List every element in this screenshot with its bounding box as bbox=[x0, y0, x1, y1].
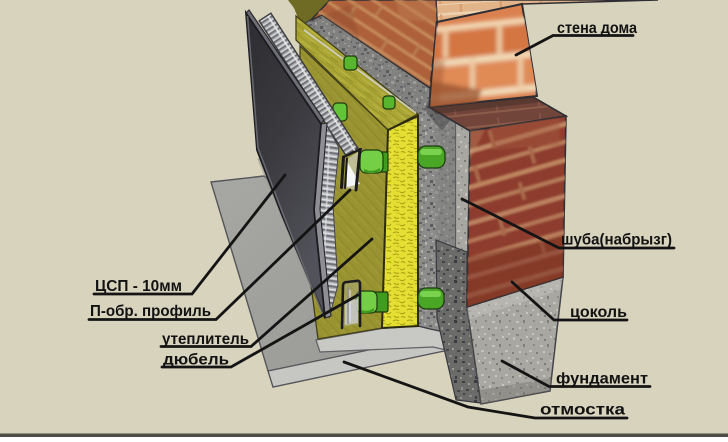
svg-text:фундамент: фундамент bbox=[556, 371, 648, 388]
svg-text:утеплитель: утеплитель bbox=[162, 331, 249, 348]
svg-text:отмостка: отмостка bbox=[540, 402, 625, 419]
svg-text:шуба(набрызг): шуба(набрызг) bbox=[561, 232, 672, 249]
svg-text:ЦСП - 10мм: ЦСП - 10мм bbox=[95, 278, 182, 295]
svg-text:П-обр. профиль: П-обр. профиль bbox=[90, 303, 211, 320]
svg-text:цоколь: цоколь bbox=[570, 304, 627, 321]
svg-text:дюбель: дюбель bbox=[163, 352, 229, 369]
svg-text:стена дома: стена дома bbox=[557, 20, 637, 37]
